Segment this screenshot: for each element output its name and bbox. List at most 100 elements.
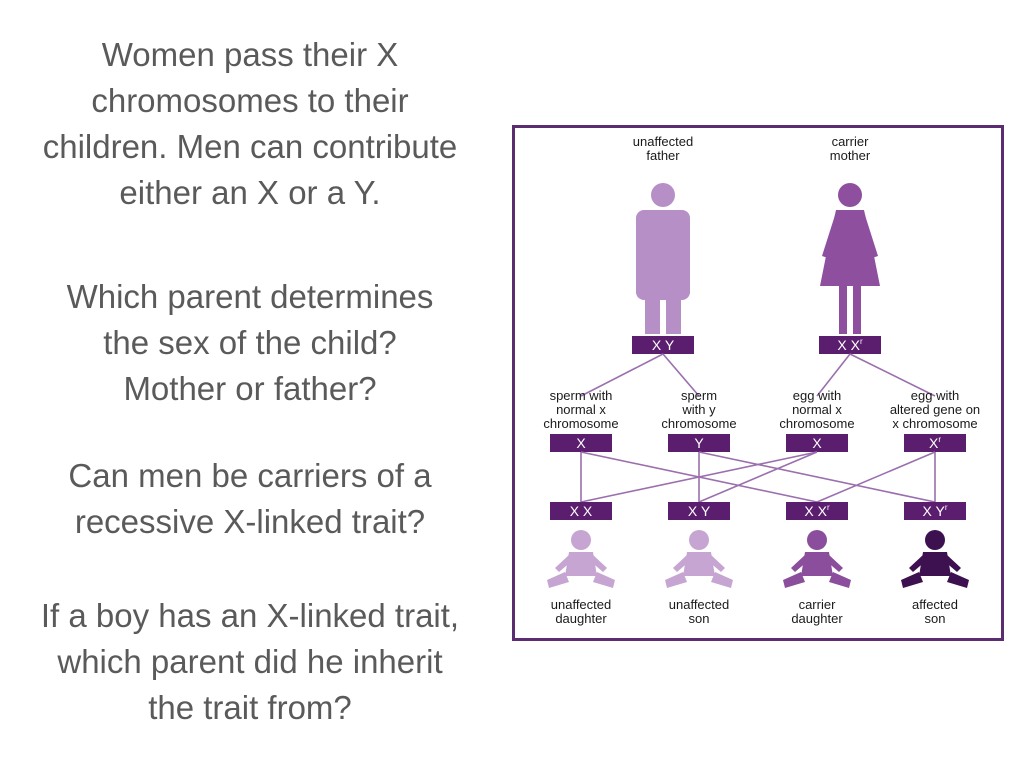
parent-label: unaffected <box>633 134 693 149</box>
offspring-label: daughter <box>555 611 607 626</box>
offspring-label: carrier <box>799 597 837 612</box>
baby-icon <box>925 530 945 550</box>
connector-line <box>662 353 700 397</box>
gamete-box <box>904 434 966 452</box>
text-line: chromosomes to their <box>91 82 409 119</box>
text-line: children. Men can contribute <box>42 128 458 165</box>
gamete-label: egg with <box>793 388 841 403</box>
baby-icon <box>665 572 687 588</box>
gamete-text: X <box>812 435 822 451</box>
baby-icon <box>593 572 615 588</box>
gamete-text: Xr <box>929 435 941 451</box>
baby-icon <box>683 552 715 576</box>
offspring-genotype-box <box>904 502 966 520</box>
gamete-label: egg with <box>911 388 959 403</box>
gamete-label: with y <box>681 402 716 417</box>
offspring-label: unaffected <box>551 597 611 612</box>
mother-icon <box>860 212 878 258</box>
mother-genotype-box <box>819 336 881 354</box>
father-icon <box>666 288 681 334</box>
text-line: which parent did he inherit <box>57 643 443 680</box>
gamete-box <box>668 434 730 452</box>
baby-icon <box>707 554 725 572</box>
baby-icon <box>571 530 591 550</box>
baby-icon <box>565 552 597 576</box>
baby-icon <box>825 554 843 572</box>
baby-icon <box>807 530 827 550</box>
text-line: either an X or a Y. <box>119 174 381 211</box>
text-line: the trait from? <box>148 689 352 726</box>
question-sex-determination: Which parent determines the sex of the c… <box>0 274 500 412</box>
baby-icon <box>673 554 691 572</box>
gamete-label: sperm with <box>550 388 613 403</box>
gamete-text: X <box>576 435 586 451</box>
baby-icon <box>801 552 833 576</box>
gamete-label: altered gene on <box>890 402 980 417</box>
baby-icon <box>829 572 851 588</box>
gamete-label: chromosome <box>779 416 854 431</box>
offspring-label: son <box>925 611 946 626</box>
connector-line <box>580 353 664 397</box>
text-line: the sex of the child? <box>103 324 397 361</box>
offspring-label: unaffected <box>669 597 729 612</box>
parent-label: carrier <box>832 134 870 149</box>
baby-icon <box>909 554 927 572</box>
baby-icon <box>901 572 923 588</box>
gamete-label: normal x <box>556 402 606 417</box>
offspring-label: affected <box>912 597 958 612</box>
gamete-label: x chromosome <box>892 416 977 431</box>
question-inheritance-source: If a boy has an X-linked trait, which pa… <box>0 593 500 731</box>
father-icon <box>651 183 675 207</box>
baby-icon <box>711 572 733 588</box>
mother-icon <box>838 183 862 207</box>
parent-label: father <box>646 148 680 163</box>
baby-icon <box>589 554 607 572</box>
cross-line <box>698 451 936 503</box>
cross-line <box>698 451 818 503</box>
father-genotype-box <box>632 336 694 354</box>
baby-icon <box>783 572 805 588</box>
gamete-label: normal x <box>792 402 842 417</box>
offspring-genotype-text: X Yr <box>923 503 948 519</box>
connector-line <box>849 353 936 397</box>
text-line: recessive X-linked trait? <box>74 503 426 540</box>
baby-icon <box>947 572 969 588</box>
mother-icon <box>853 284 861 334</box>
gamete-label: sperm <box>681 388 717 403</box>
mother-icon <box>839 284 847 334</box>
text-line: Which parent determines <box>66 278 434 315</box>
gamete-box <box>550 434 612 452</box>
baby-icon <box>547 572 569 588</box>
mother-genotype-text: X Xr <box>837 337 863 353</box>
gamete-label: chromosome <box>543 416 618 431</box>
offspring-genotype-box <box>550 502 612 520</box>
text-line: Women pass their X <box>101 36 399 73</box>
offspring-genotype-text: X X <box>570 503 593 519</box>
gamete-text: Y <box>694 435 704 451</box>
mother-icon <box>822 212 840 258</box>
text-line: If a boy has an X-linked trait, <box>40 597 460 634</box>
parent-label: mother <box>830 148 871 163</box>
offspring-genotype-text: X Xr <box>804 503 830 519</box>
statement-text: Women pass their X chromosomes to their … <box>0 32 500 216</box>
baby-icon <box>791 554 809 572</box>
baby-icon <box>689 530 709 550</box>
offspring-label: daughter <box>791 611 843 626</box>
father-icon <box>636 210 690 300</box>
gamete-box <box>786 434 848 452</box>
connector-line <box>816 353 851 397</box>
offspring-genotype-box <box>786 502 848 520</box>
cross-line <box>580 451 818 503</box>
offspring-genotype-text: X Y <box>688 503 711 519</box>
baby-icon <box>919 552 951 576</box>
text-line: Can men be carriers of a <box>68 457 432 494</box>
text-line: Mother or father? <box>123 370 377 407</box>
father-genotype-text: X Y <box>652 337 675 353</box>
father-icon <box>645 288 660 334</box>
offspring-genotype-box <box>668 502 730 520</box>
gamete-label: chromosome <box>661 416 736 431</box>
question-male-carriers: Can men be carriers of a recessive X-lin… <box>0 453 500 545</box>
baby-icon <box>555 554 573 572</box>
